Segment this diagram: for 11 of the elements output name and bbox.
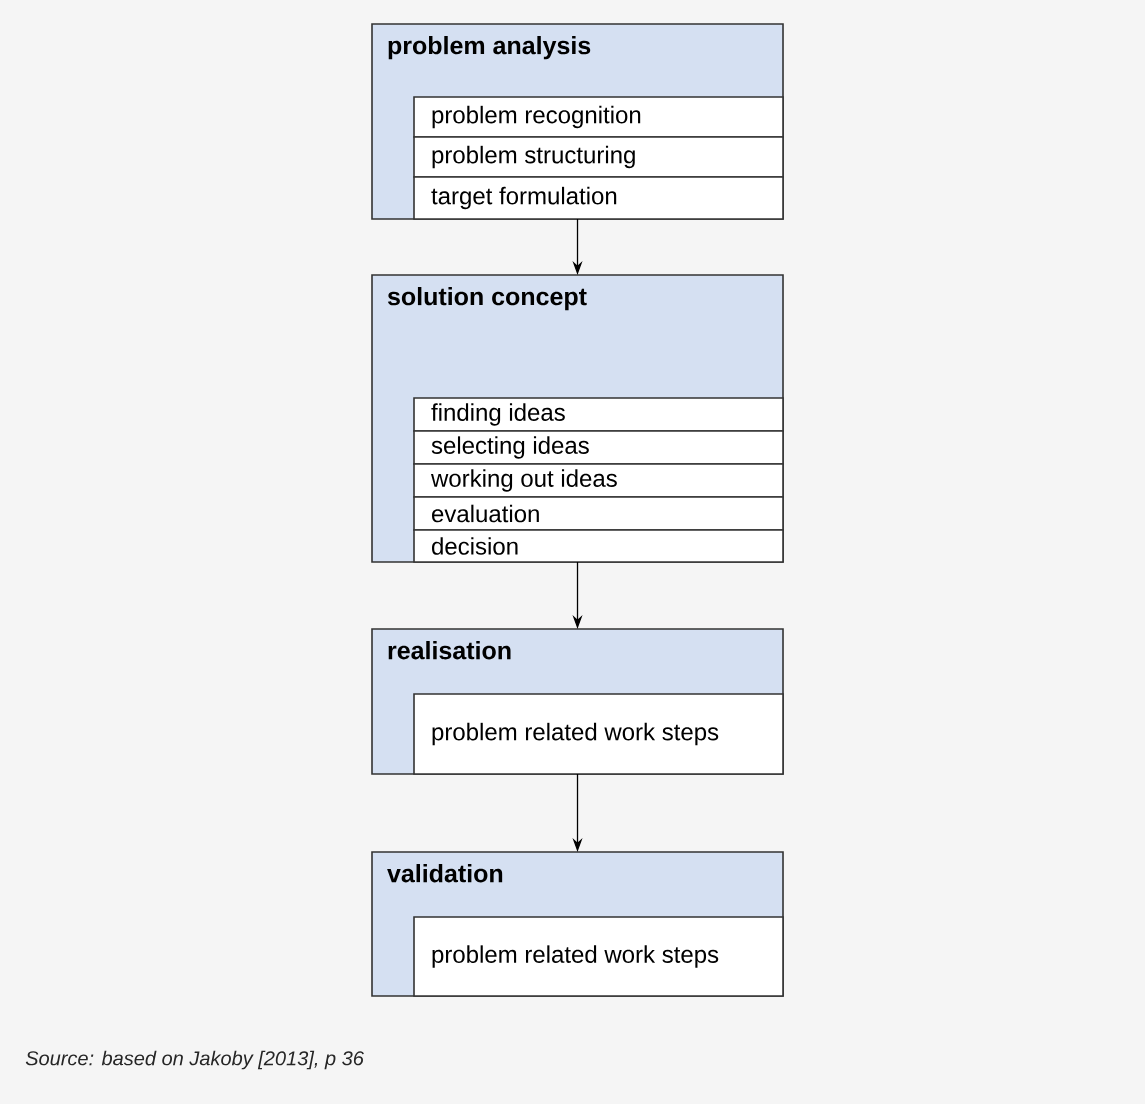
caption: Source: based on Jakoby [2013], p 36 (25, 1050, 364, 1070)
step-box: problem recognition (413, 96, 784, 138)
step-box: evaluation (413, 496, 784, 531)
step-box: selecting ideas (413, 430, 784, 465)
step-box: working out ideas (413, 463, 784, 498)
step-box: problem related work steps (413, 693, 784, 775)
step-box: finding ideas (413, 397, 784, 432)
step-box: target formulation (413, 176, 784, 220)
step-box: problem structuring (413, 136, 784, 178)
step-box: problem related work steps (413, 916, 784, 997)
step-box: decision (413, 529, 784, 563)
